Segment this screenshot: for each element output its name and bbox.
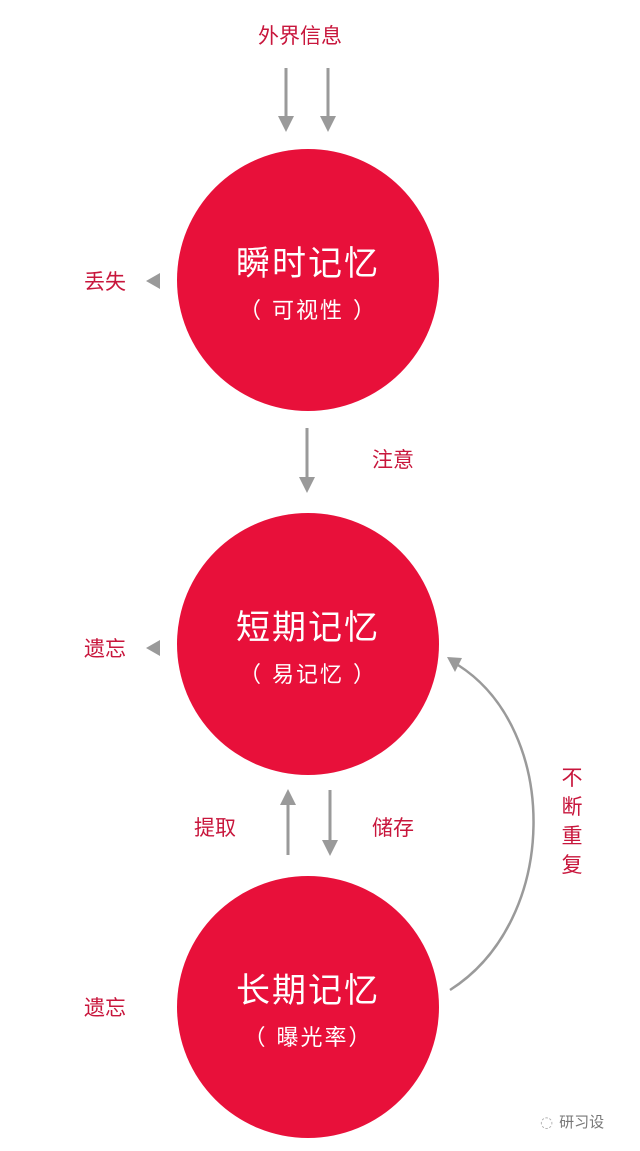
forget-label-short: 遗忘 bbox=[84, 637, 126, 661]
stage-title: 短期记忆 bbox=[236, 607, 380, 648]
loss-triangle-icon bbox=[146, 273, 160, 289]
arrowhead-icon bbox=[299, 477, 315, 493]
attention-label: 注意 bbox=[372, 448, 414, 472]
loss-label: 丢失 bbox=[84, 270, 126, 294]
arrowhead-icon bbox=[278, 116, 294, 132]
repeat-label: 不断重复 bbox=[561, 766, 583, 877]
stage-subtitle: （ 可视性 ） bbox=[239, 298, 377, 324]
input-label: 外界信息 bbox=[258, 24, 342, 48]
stage-subtitle: （ 曝光率） bbox=[243, 1025, 373, 1051]
stage-subtitle: （ 易记忆 ） bbox=[239, 662, 377, 688]
retrieve-label: 提取 bbox=[194, 816, 236, 840]
sensory-memory-circle: 瞬时记忆 （ 可视性 ） bbox=[177, 149, 439, 411]
watermark-text: 研习设 bbox=[559, 1113, 605, 1131]
arrowhead-icon bbox=[447, 657, 462, 672]
short-term-memory-circle: 短期记忆 （ 易记忆 ） bbox=[177, 513, 439, 775]
arrowhead-icon bbox=[280, 789, 296, 805]
forget-label-long: 遗忘 bbox=[84, 996, 126, 1020]
arrowhead-icon bbox=[322, 840, 338, 856]
long-term-memory-circle: 长期记忆 （ 曝光率） bbox=[177, 876, 439, 1138]
watermark: ◌ 研习设 bbox=[540, 1111, 604, 1132]
stage-title: 长期记忆 bbox=[236, 970, 380, 1011]
forget-triangle-icon bbox=[146, 640, 160, 656]
repeat-arc bbox=[449, 663, 535, 992]
wechat-icon: ◌ bbox=[540, 1113, 554, 1131]
arrowhead-icon bbox=[320, 116, 336, 132]
stage-title: 瞬时记忆 bbox=[236, 243, 380, 284]
store-label: 储存 bbox=[372, 816, 414, 840]
